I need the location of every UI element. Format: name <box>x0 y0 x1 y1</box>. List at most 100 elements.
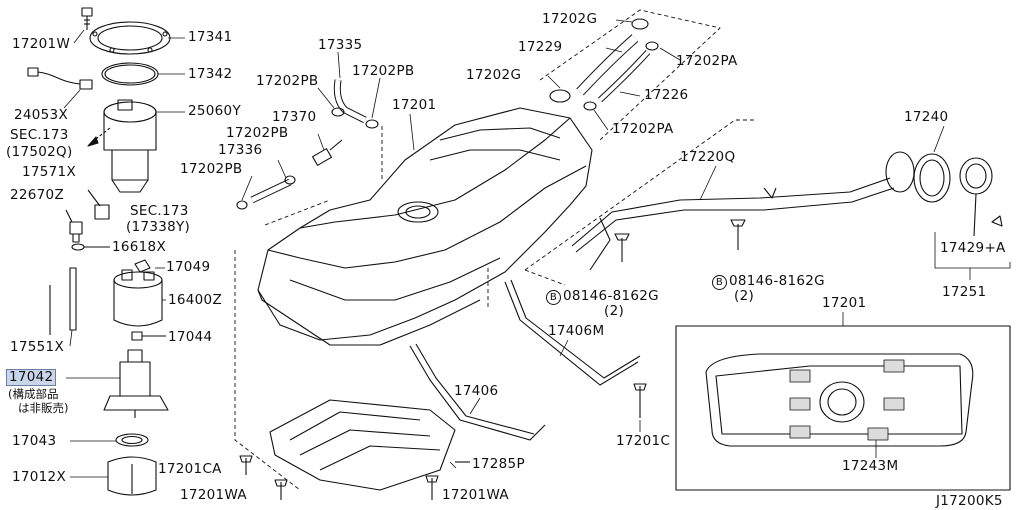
label-17406m: 17406M <box>548 323 605 339</box>
label-17202pb-b: 17202PB <box>352 63 415 79</box>
valve-17370 <box>312 139 343 166</box>
hose-17226 <box>597 49 651 103</box>
label-sec173-b-line1: SEC.173 <box>130 203 189 219</box>
bolt-17201c <box>633 383 647 418</box>
clamp-17043 <box>115 433 149 447</box>
clamp-17202pb-b <box>365 119 379 129</box>
fuel-tank-17201 <box>257 107 593 346</box>
diagram-code: J17200K5 <box>936 493 1003 509</box>
label-17044: 17044 <box>168 329 213 345</box>
label-17336: 17336 <box>218 142 263 158</box>
label-22670z: 22670Z <box>10 187 64 203</box>
label-17201: 17201 <box>392 97 437 113</box>
label-17201wa-a: 17201WA <box>180 487 247 503</box>
dashed-outline-filler <box>539 9 721 141</box>
label-17043: 17043 <box>12 433 57 449</box>
clamp-17202g-b <box>549 89 571 103</box>
clip-17571x <box>87 189 110 220</box>
leader-lines-left <box>63 29 185 478</box>
bolt-08146-b <box>730 219 746 250</box>
filler-neck-17240 <box>885 151 951 203</box>
hose-17336 <box>250 178 292 204</box>
clamp-17202pb-d <box>236 200 248 210</box>
label-17229: 17229 <box>518 39 563 55</box>
label-25060y: 25060Y <box>188 103 241 119</box>
label-17342: 17342 <box>188 66 233 82</box>
label-sec173-b-line2: (17338Y) <box>126 219 191 235</box>
pump-unit-25060y <box>103 99 157 193</box>
label-17370: 17370 <box>272 109 317 125</box>
label-17571x: 17571X <box>22 164 76 180</box>
hose-17229 <box>576 34 639 96</box>
label-17012x: 17012X <box>12 469 66 485</box>
protector-17285p <box>269 399 470 491</box>
label-17341: 17341 <box>188 29 233 45</box>
bolts-bottom <box>239 455 439 500</box>
label-17201w: 17201W <box>12 36 71 52</box>
strap-17406 <box>409 343 546 441</box>
leader-lines-center <box>241 19 945 469</box>
bolt-17201w <box>81 7 93 30</box>
label-bolt-b-part: 08146-8162G <box>729 273 825 289</box>
clamp-17202g-a <box>631 18 649 30</box>
clamp-17202pb-a <box>331 107 345 117</box>
label-17202pb-c: 17202PB <box>226 125 289 141</box>
label-bolt-b-qty: (2) <box>734 288 755 304</box>
label-bolt-a-qty: (2) <box>604 303 625 319</box>
label-17049: 17049 <box>166 259 211 275</box>
label-17042[interactable]: 17042 <box>6 369 57 386</box>
clamp-17202pa-b <box>583 101 597 111</box>
label-17243m: 17243M <box>842 458 899 474</box>
dashed-outline-filler-tube <box>524 119 755 286</box>
filler-tube-17220q <box>571 177 895 271</box>
label-24053x: 24053X <box>14 107 68 123</box>
label-17226: 17226 <box>644 87 689 103</box>
label-16400z: 16400Z <box>168 292 222 308</box>
clamp-17202pb-c <box>284 175 296 185</box>
label-17220q: 17220Q <box>680 149 736 165</box>
filter-16400z <box>113 269 163 327</box>
tube-17551x <box>49 267 77 335</box>
label-17202pa-a: 17202PA <box>676 53 738 69</box>
label-17285p: 17285P <box>472 456 525 472</box>
inset-box <box>675 312 1011 491</box>
label-17202pa-b: 17202PA <box>612 121 674 137</box>
label-17202g-b: 17202G <box>466 67 522 83</box>
arrow-sec173-a <box>87 127 111 147</box>
harness-24053x <box>27 67 93 90</box>
label-17335: 17335 <box>318 37 363 53</box>
bracket-17012x <box>107 456 157 496</box>
label-sec173-a-line1: SEC.173 <box>10 127 69 143</box>
label-17406: 17406 <box>454 383 499 399</box>
label-17240: 17240 <box>904 109 949 125</box>
label-17201ca: 17201CA <box>158 461 222 477</box>
strap-17406m <box>504 279 641 386</box>
label-17251: 17251 <box>942 284 987 300</box>
pump-17042 <box>103 349 169 418</box>
label-17202pb-d: 17202PB <box>180 161 243 177</box>
bracket-17251 <box>934 232 1011 280</box>
grommet-17044 <box>131 331 166 341</box>
label-16618x: 16618X <box>112 239 166 255</box>
dashed-outline-tank <box>234 126 489 491</box>
label-17551x: 17551X <box>10 339 64 355</box>
label-inset-17201: 17201 <box>822 295 867 311</box>
bolt-08146-a <box>614 233 630 262</box>
hose-17335 <box>333 79 367 124</box>
bolt-symbol-b: B <box>712 275 727 290</box>
inset-pads-17243m <box>789 359 905 441</box>
gasket-17342 <box>101 62 159 86</box>
label-17202pb-a: 17202PB <box>256 73 319 89</box>
label-17429a: 17429+A <box>940 240 1006 256</box>
clamp-17202pa-a <box>645 41 659 51</box>
pressure-regulator-22670z <box>65 209 83 243</box>
oring-17049 <box>134 259 151 273</box>
label-17201c: 17201C <box>616 433 671 449</box>
retainer-ring-17341 <box>89 21 171 55</box>
label-bolt-a-part: 08146-8162G <box>563 288 659 304</box>
cap-17251 <box>959 157 1003 237</box>
